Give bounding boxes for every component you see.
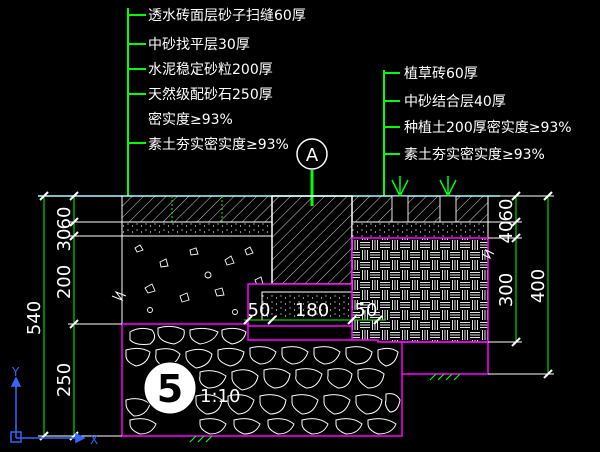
dim-400-right: 400 — [528, 269, 549, 303]
label-cement-gravel: 水泥稳定砂粒200厚 — [148, 62, 273, 78]
dim-200-left: 200 — [54, 265, 75, 299]
right-soil-edge — [402, 341, 489, 375]
leader-lines-left — [127, 8, 146, 196]
detail-marker: 5 1:10 — [143, 361, 240, 415]
dimension-lines-bottom: 50 180 50 — [243, 300, 386, 325]
label-subgrade-left: 素土夯实密实度≥93% — [148, 136, 289, 153]
label-subgrade-right: 素土夯实密实度≥93% — [404, 146, 545, 163]
grass-symbols — [391, 176, 457, 197]
annotations-left: 透水砖面层砂子扫缝60厚 中砂找平层30厚 水泥稳定砂粒200厚 天然级配砂石2… — [148, 8, 306, 153]
ucs-label-y: Y — [11, 365, 20, 379]
dim-50-a: 50 — [248, 300, 271, 321]
dimension-text-left: 60 30 200 250 540 — [24, 207, 75, 398]
dim-50-b: 50 — [355, 300, 378, 321]
dim-40-right: 40 — [496, 221, 517, 244]
dimension-text-right: 60 40 300 400 — [496, 199, 549, 308]
layer-graded-gravel — [121, 323, 403, 437]
annotations-right: 植草砖60厚 中砂结合层40厚 种植土200厚密实度≥93% 素土夯实密实度≥9… — [404, 66, 572, 163]
layer-sand-leveling — [121, 221, 273, 237]
layer-cement-gravel — [121, 235, 273, 325]
section-marker-a: A — [296, 138, 328, 206]
dim-540-left: 540 — [24, 301, 45, 335]
label-grass-brick: 植草砖60厚 — [404, 66, 478, 82]
layer-grass-brick — [351, 195, 489, 239]
ground-hatches — [189, 373, 461, 443]
label-sand-leveling: 中砂找平层30厚 — [148, 37, 250, 53]
dim-250-left: 250 — [54, 363, 75, 397]
label-graded-gravel: 天然级配砂石250厚 — [148, 86, 273, 103]
curb-block — [271, 195, 353, 285]
svg-text:5: 5 — [157, 367, 183, 411]
label-planting-soil: 种植土200厚密实度≥93% — [404, 119, 572, 136]
label-sand-bedding: 中砂结合层40厚 — [404, 94, 506, 110]
dimension-lines-left — [38, 195, 122, 437]
layer-planting-soil — [351, 237, 489, 343]
ucs-icon — [10, 376, 86, 444]
leader-lines-right — [383, 70, 400, 196]
ucs-label-x: X — [90, 433, 98, 447]
dim-30-left: 30 — [54, 229, 75, 252]
detail-scale: 1:10 — [200, 386, 240, 407]
break-marks — [111, 248, 495, 302]
dimension-ticks-right — [511, 191, 553, 379]
label-compaction: 密实度≥93% — [148, 111, 233, 128]
svg-text:A: A — [306, 145, 319, 166]
label-permeable-brick: 透水砖面层砂子扫缝60厚 — [148, 8, 306, 24]
dim-60-right: 60 — [496, 199, 517, 222]
dim-300-right: 300 — [496, 273, 517, 307]
layer-permeable-brick — [121, 195, 273, 223]
dimension-ticks-left — [39, 191, 79, 441]
dim-60-left: 60 — [54, 207, 75, 230]
dim-180: 180 — [295, 300, 329, 321]
